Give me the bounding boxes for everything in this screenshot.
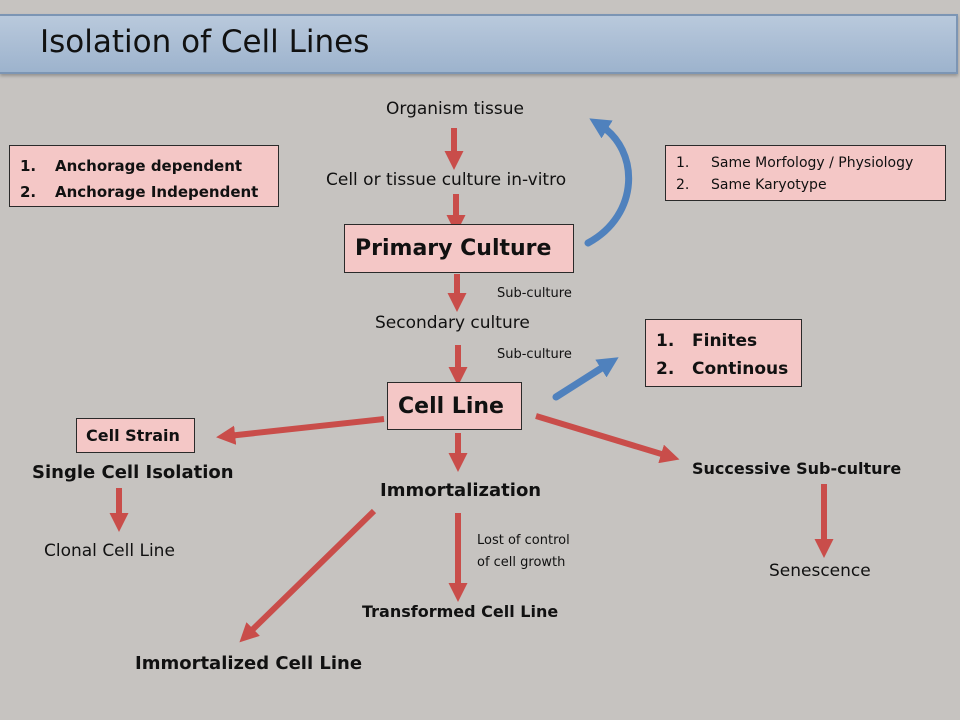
morphology-box: 1. Same Morfology / Physiology 2. Same Kar… xyxy=(665,145,946,201)
finites-item: 1. Finites xyxy=(656,327,788,355)
cell-line-box: Cell Line xyxy=(387,382,522,430)
morphology-item-text: Same Karyotype xyxy=(711,177,827,193)
finites-item-number: 1. xyxy=(656,331,675,351)
title-bar: Isolation of Cell Lines xyxy=(0,14,958,74)
morphology-item: 2. Same Karyotype xyxy=(676,174,913,196)
finites-item-text: Finites xyxy=(692,331,758,351)
secondary-culture: Secondary culture xyxy=(375,313,530,333)
sub-culture-label-2: Sub-culture xyxy=(497,347,572,362)
anchorage-item-number: 2. xyxy=(20,183,37,201)
successive-sub-culture: Successive Sub-culture xyxy=(692,459,902,478)
arrow-cellline-to-finites xyxy=(552,357,619,401)
arrow-cellline-to-successive xyxy=(535,413,680,464)
lost-of-control-line1: Lost of control xyxy=(477,533,570,548)
lost-of-control-line2: of cell growth xyxy=(477,555,566,570)
cell-line-label: Cell Line xyxy=(398,394,504,419)
anchorage-item: 2. Anchorage Independent xyxy=(20,179,258,205)
arrow-immortalization-to-immortalized xyxy=(239,508,377,643)
morphology-item-text: Same Morfology / Physiology xyxy=(711,155,914,171)
single-cell-isolation: Single Cell Isolation xyxy=(32,462,234,483)
morphology-item-number: 1. xyxy=(676,155,690,171)
finites-item-number: 2. xyxy=(656,359,675,379)
immortalized-cell-line: Immortalized Cell Line xyxy=(135,653,363,674)
finites-item: 2. Continous xyxy=(656,355,788,383)
primary-culture-label: Primary Culture xyxy=(355,236,552,261)
morphology-list: 1. Same Morfology / Physiology 2. Same Kar… xyxy=(676,152,913,196)
slide-title: Isolation of Cell Lines xyxy=(40,24,370,60)
arrow-cellline-to-strain xyxy=(216,416,385,445)
anchorage-box: 1. Anchorage dependent 2. Anchorage Indepe… xyxy=(9,145,279,207)
finites-item-text: Continous xyxy=(692,359,789,379)
arrow-curved-primary-loop xyxy=(584,118,632,247)
anchorage-item: 1. Anchorage dependent xyxy=(20,153,258,179)
finites-list: 1. Finites 2. Continous xyxy=(656,327,788,383)
primary-culture-box: Primary Culture xyxy=(344,224,574,273)
clonal-cell-line: Clonal Cell Line xyxy=(44,541,175,561)
anchorage-item-number: 1. xyxy=(20,157,37,175)
anchorage-list: 1. Anchorage dependent 2. Anchorage Indepe… xyxy=(20,153,258,205)
cell-strain-box: Cell Strain xyxy=(76,418,195,453)
sub-culture-label-1: Sub-culture xyxy=(497,286,572,301)
senescence: Senescence xyxy=(769,561,871,581)
cell-or-tissue-culture: Cell or tissue culture in-vitro xyxy=(326,170,567,190)
anchorage-item-text: Anchorage Independent xyxy=(55,183,259,201)
morphology-item-number: 2. xyxy=(676,177,690,193)
immortalization: Immortalization xyxy=(380,480,542,501)
transformed-cell-line: Transformed Cell Line xyxy=(362,602,559,621)
morphology-item: 1. Same Morfology / Physiology xyxy=(676,152,913,174)
organism-tissue: Organism tissue xyxy=(386,99,524,119)
cell-strain-label: Cell Strain xyxy=(86,426,180,445)
finites-box: 1. Finites 2. Continous xyxy=(645,319,802,387)
anchorage-item-text: Anchorage dependent xyxy=(55,157,243,175)
